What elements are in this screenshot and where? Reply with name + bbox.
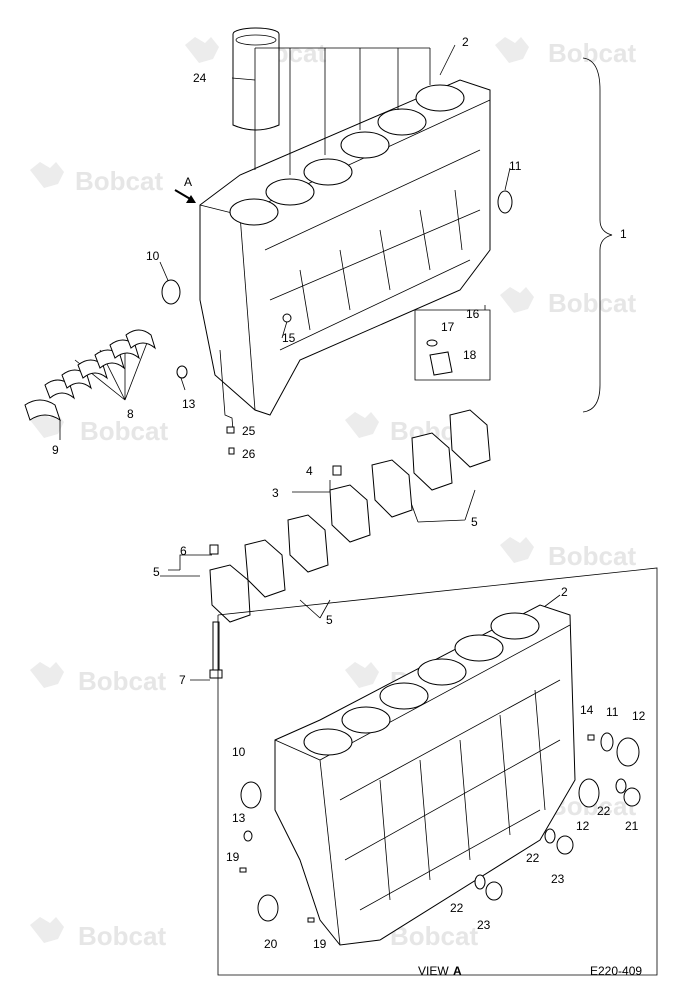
callout-25: 25 bbox=[242, 424, 256, 438]
pin-19-a bbox=[239, 867, 247, 873]
callout-2-upper: 2 bbox=[462, 35, 469, 49]
callout-19-left: 19 bbox=[226, 850, 240, 864]
callout-5-left: 5 bbox=[153, 565, 160, 579]
plug-23-a bbox=[556, 835, 574, 855]
watermark-text: Bobcat bbox=[78, 921, 166, 951]
ring-22-a bbox=[615, 778, 627, 794]
plug-23-b bbox=[485, 881, 503, 901]
watermark-text: Bobcat bbox=[80, 416, 168, 446]
bobcat-logo-icon bbox=[30, 162, 64, 188]
drawing-code: E220-409 bbox=[590, 964, 642, 978]
callout-23-a: 23 bbox=[551, 872, 565, 886]
watermark-text: Bobcat bbox=[390, 921, 478, 951]
main-bearing-shells bbox=[24, 329, 156, 422]
callout-22-c: 22 bbox=[450, 901, 464, 915]
callout-26: 26 bbox=[242, 447, 256, 461]
callout-16: 16 bbox=[466, 307, 480, 321]
watermark-text: Bobcat bbox=[548, 288, 636, 318]
callout-22-a: 22 bbox=[597, 804, 611, 818]
callout-12-a: 12 bbox=[632, 709, 646, 723]
callout-13-upper: 13 bbox=[182, 397, 196, 411]
callout-21: 21 bbox=[625, 819, 639, 833]
callout-12-b: 12 bbox=[576, 819, 590, 833]
cylinder-bores-view-a bbox=[303, 612, 540, 756]
callouts: 2 24 1 11 10 15 16 17 18 13 8 9 25 26 4 … bbox=[52, 35, 646, 951]
plug-21 bbox=[623, 787, 641, 807]
bobcat-logo-icon bbox=[30, 412, 64, 438]
bobcat-logo-icon bbox=[345, 662, 379, 688]
bobcat-logo-icon bbox=[30, 662, 64, 688]
plug-12-a bbox=[616, 737, 640, 767]
view-a-caption: VIEW A bbox=[418, 964, 462, 978]
bearing-caps bbox=[209, 409, 491, 623]
pin-25 bbox=[226, 426, 235, 434]
callout-24: 24 bbox=[193, 71, 207, 85]
ring-11-lower bbox=[600, 732, 614, 752]
ring-13-upper bbox=[176, 365, 188, 379]
callout-10-lower: 10 bbox=[232, 745, 246, 759]
engine-block-lower bbox=[274, 604, 576, 946]
watermark-text: Bobcat bbox=[78, 666, 166, 696]
callout-7: 7 bbox=[179, 673, 186, 687]
pin-19-b bbox=[307, 917, 315, 923]
callout-17: 17 bbox=[441, 320, 455, 334]
plug-10-lower bbox=[240, 781, 262, 809]
dowel-4 bbox=[332, 465, 342, 476]
oil-jet-assembly bbox=[426, 339, 453, 376]
assembly-brace bbox=[582, 57, 613, 413]
view-a-frame bbox=[217, 567, 658, 976]
ring-13-lower bbox=[243, 830, 253, 842]
callout-23-b: 23 bbox=[477, 918, 491, 932]
ring-22-c bbox=[474, 874, 486, 890]
ring-22-b bbox=[544, 828, 556, 844]
view-arrow-label: A bbox=[184, 175, 192, 189]
callout-19-bottom: 19 bbox=[313, 937, 327, 951]
callout-2-lower: 2 bbox=[561, 585, 568, 599]
callout-10-upper: 10 bbox=[146, 249, 160, 263]
callout-4: 4 bbox=[306, 464, 313, 478]
callout-3: 3 bbox=[272, 486, 279, 500]
view-caption-letter: A bbox=[453, 964, 462, 978]
callout-5-center: 5 bbox=[326, 613, 333, 627]
callout-13-lower: 13 bbox=[232, 811, 246, 825]
bobcat-logo-icon bbox=[185, 37, 219, 63]
callout-22-b: 22 bbox=[526, 851, 540, 865]
view-arrow-icon bbox=[174, 189, 196, 203]
plug-14 bbox=[587, 734, 595, 741]
leader-lines bbox=[59, 44, 561, 681]
callout-20: 20 bbox=[264, 937, 278, 951]
callout-1: 1 bbox=[620, 227, 627, 241]
screw-26 bbox=[228, 447, 235, 455]
cylinder-bores bbox=[229, 84, 465, 226]
callout-15: 15 bbox=[282, 331, 296, 345]
plug-10-upper bbox=[161, 279, 181, 305]
plug-11-upper bbox=[497, 190, 513, 214]
callout-9: 9 bbox=[52, 443, 59, 457]
callout-11-lower: 11 bbox=[606, 705, 619, 719]
watermark-text: Bobcat bbox=[548, 38, 636, 68]
view-caption-prefix: VIEW bbox=[418, 964, 449, 978]
bobcat-logo-icon bbox=[500, 537, 534, 563]
callout-11-upper: 11 bbox=[509, 159, 522, 173]
engine-block-upper bbox=[199, 79, 491, 416]
callout-18: 18 bbox=[463, 348, 477, 362]
bobcat-logo-icon bbox=[500, 287, 534, 313]
callout-6: 6 bbox=[180, 544, 187, 558]
cylinder-liner bbox=[232, 27, 280, 131]
bolt-15 bbox=[282, 313, 292, 323]
bolt-7 bbox=[209, 621, 223, 679]
bobcat-logo-icon bbox=[495, 37, 529, 63]
bobcat-logo-icon bbox=[345, 412, 379, 438]
plug-12-b bbox=[578, 778, 600, 808]
callout-14: 14 bbox=[580, 703, 594, 717]
watermark-text: Bobcat bbox=[75, 166, 163, 196]
callout-8: 8 bbox=[127, 407, 134, 421]
callout-5-right: 5 bbox=[471, 515, 478, 529]
watermark-text: Bobcat bbox=[548, 541, 636, 571]
dowel-6 bbox=[209, 544, 219, 555]
bobcat-logo-icon bbox=[30, 917, 64, 943]
plug-20 bbox=[257, 894, 279, 922]
